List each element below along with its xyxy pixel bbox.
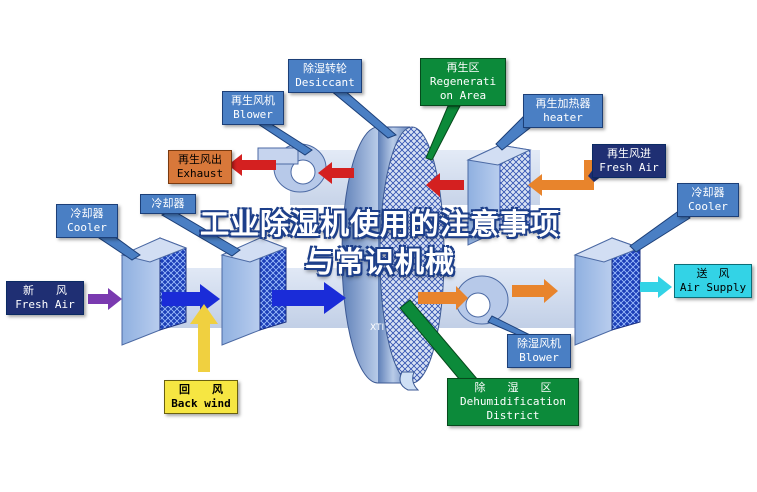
pointer-desiccant bbox=[328, 89, 397, 139]
label-regeneration-area: 再生区 Regenerati on Area bbox=[420, 58, 506, 106]
arrow-heater-to-wheel bbox=[426, 173, 464, 197]
drain-pipe bbox=[399, 371, 420, 391]
label-dehum-district: 除 湿 区 Dehumidification District bbox=[447, 378, 579, 426]
pointer-regen-area bbox=[425, 105, 461, 161]
label-cooler-left-en: Cooler bbox=[67, 221, 107, 234]
label-back-wind-en: Back wind bbox=[171, 397, 231, 410]
label-regen-fresh-air-en: Fresh Air bbox=[599, 161, 659, 174]
label-cooler-right-en: Cooler bbox=[688, 200, 728, 213]
label-fresh-air: 新 风 Fresh Air bbox=[6, 281, 84, 315]
label-fresh-air-en: Fresh Air bbox=[15, 298, 75, 311]
overlay-title-line2: 与常识机械 bbox=[304, 245, 455, 279]
label-dehum-district-zh: 除 湿 区 bbox=[474, 381, 552, 394]
label-regen-area-zh: 再生区 bbox=[446, 61, 480, 74]
overlay-title: 工业除湿机使用的注意事项 与常识机械 bbox=[60, 205, 700, 281]
label-cooler-right-zh: 冷却器 bbox=[691, 186, 725, 199]
arrow-blower-to-cooler bbox=[512, 279, 558, 303]
arrow-back-wind bbox=[190, 304, 218, 372]
label-air-supply: 送 风 Air Supply bbox=[674, 264, 752, 298]
label-exhaust-en: Exhaust bbox=[176, 167, 224, 180]
label-cooler-left2-zh: 冷却器 bbox=[151, 197, 185, 210]
label-cooler-right: 冷却器 Cooler bbox=[677, 183, 739, 217]
label-regen-heater: 再生加热器 heater bbox=[523, 94, 603, 128]
label-regen-area-en1: Regenerati bbox=[429, 75, 497, 88]
label-back-wind: 回 风 Back wind bbox=[164, 380, 238, 414]
label-dehum-blower: 除湿风机 Blower bbox=[507, 334, 571, 368]
label-dehum-district-en1: Dehumidification bbox=[460, 395, 566, 408]
watermark-text: XTI bbox=[370, 323, 384, 333]
dehum-blower-unit bbox=[455, 275, 509, 325]
label-dehum-blower-en: Blower bbox=[519, 351, 559, 364]
label-regen-fresh-air-zh: 再生风进 bbox=[607, 147, 651, 160]
overlay-title-line1: 工业除湿机使用的注意事项 bbox=[199, 207, 560, 241]
label-air-supply-zh: 送 风 bbox=[696, 267, 730, 280]
label-dehum-blower-zh: 除湿风机 bbox=[517, 337, 561, 350]
label-regen-heater-zh: 再生加热器 bbox=[535, 97, 591, 110]
label-regen-fresh-air: 再生风进 Fresh Air bbox=[592, 144, 666, 178]
arrow-fresh-air-in bbox=[88, 288, 122, 310]
label-regen-area-en2: on Area bbox=[439, 89, 487, 102]
label-dehum-district-en2: District bbox=[486, 409, 540, 422]
label-cooler-left2: 冷却器 bbox=[140, 194, 196, 214]
regen-heater-unit bbox=[466, 144, 532, 246]
label-exhaust: 再生风出 Exhaust bbox=[168, 150, 232, 184]
label-regen-blower-zh: 再生风机 bbox=[231, 94, 275, 107]
label-back-wind-zh: 回 风 bbox=[179, 383, 223, 396]
label-exhaust-zh: 再生风出 bbox=[178, 153, 222, 166]
arrow-wheel-to-blower bbox=[418, 286, 468, 310]
cooler-left2-unit bbox=[220, 237, 288, 346]
label-regen-blower-en: Blower bbox=[233, 108, 273, 121]
label-desiccant: 除湿转轮 Desiccant bbox=[288, 59, 362, 93]
desiccant-wheel: XTI bbox=[341, 126, 445, 384]
arrow-wheel-to-regen-blower bbox=[318, 162, 354, 184]
label-cooler-left-zh: 冷却器 bbox=[70, 207, 104, 220]
arrow-air-supply bbox=[640, 276, 672, 298]
label-desiccant-en: Desiccant bbox=[295, 76, 355, 89]
cooler-left-unit bbox=[120, 237, 188, 346]
arrow-to-wheel bbox=[272, 282, 346, 314]
cooler-right-unit bbox=[573, 237, 642, 346]
arrow-exhaust bbox=[228, 154, 276, 176]
label-air-supply-en: Air Supply bbox=[679, 281, 747, 294]
label-regen-heater-en: heater bbox=[543, 111, 583, 124]
label-fresh-air-zh: 新 风 bbox=[23, 284, 67, 297]
label-desiccant-zh: 除湿转轮 bbox=[303, 62, 347, 75]
label-cooler-left: 冷却器 Cooler bbox=[56, 204, 118, 238]
label-regen-blower: 再生风机 Blower bbox=[222, 91, 284, 125]
